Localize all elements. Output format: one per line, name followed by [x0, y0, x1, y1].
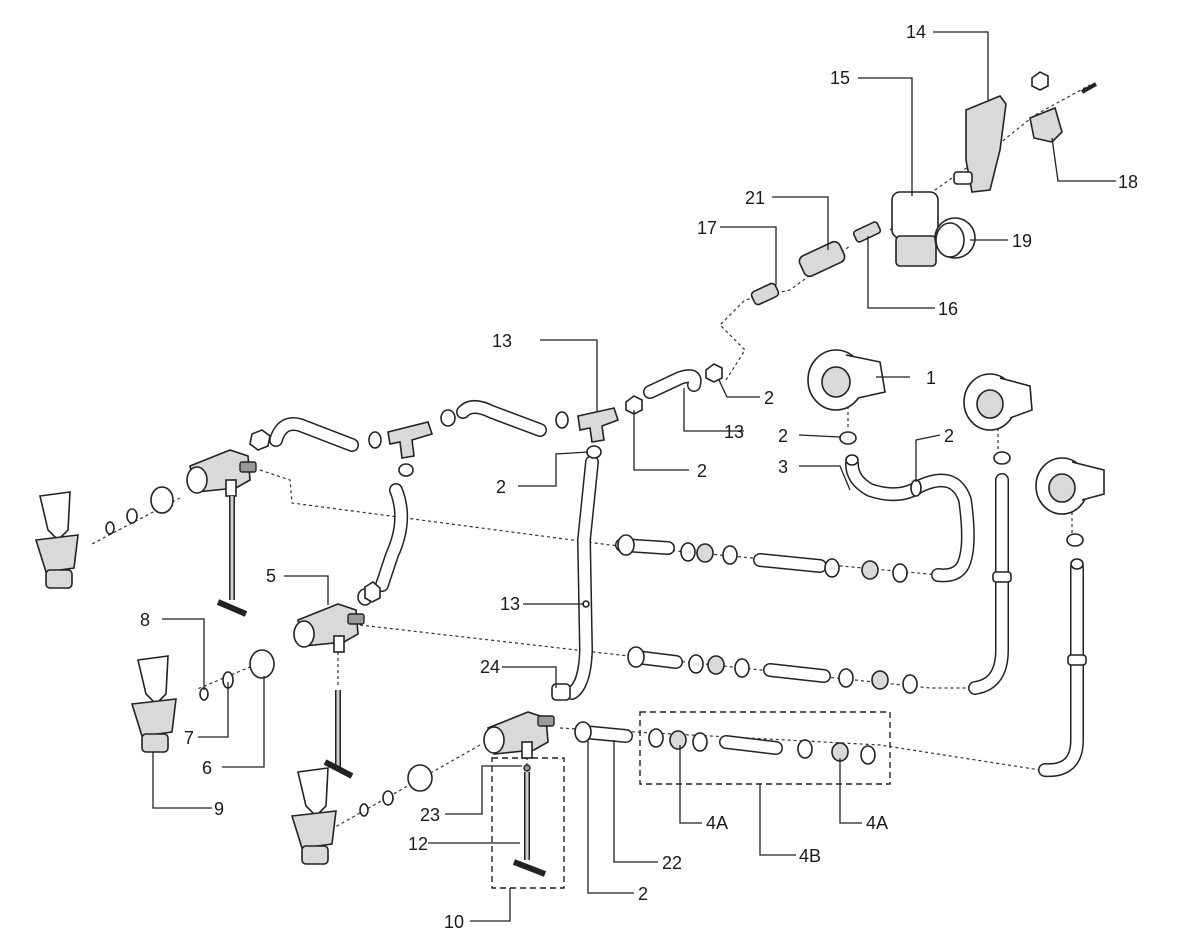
- callout-2-a: 2: [764, 388, 774, 408]
- callout-18: 18: [1118, 172, 1138, 192]
- tee-fittings: [387, 407, 620, 459]
- callout-13-a: 13: [724, 422, 744, 442]
- faucet-top: [34, 486, 174, 589]
- callout-8: 8: [140, 610, 150, 630]
- callout-4b: 4B: [799, 846, 821, 866]
- callout-16: 16: [938, 299, 958, 319]
- callout-6: 6: [202, 758, 212, 778]
- top-run-nuts: [249, 363, 1084, 701]
- callout-15: 15: [830, 68, 850, 88]
- group-box-4b: [639, 711, 891, 785]
- inline-fittings: [574, 534, 918, 765]
- callout-5: 5: [266, 566, 276, 586]
- valve-bottom: [483, 711, 555, 877]
- callout-4a-left: 4A: [706, 813, 728, 833]
- manifold-heads: [807, 349, 1105, 515]
- callout-2-e: 2: [697, 461, 707, 481]
- callout-3: 3: [778, 457, 788, 477]
- callout-7: 7: [184, 728, 194, 748]
- callout-9: 9: [214, 799, 224, 819]
- callout-22: 22: [662, 853, 682, 873]
- callout-2-f: 2: [638, 884, 648, 904]
- callout-12: 13: [492, 331, 512, 351]
- callout-4a-right: 4A: [866, 813, 888, 833]
- callout-11: 12: [408, 834, 428, 854]
- faucet-bottom: [290, 764, 433, 865]
- callout-2-d: 2: [496, 477, 506, 497]
- callout-2-c: 2: [944, 426, 954, 446]
- callout-17: 17: [697, 218, 717, 238]
- callout-13-b: 13: [500, 594, 520, 614]
- callout-1: 1: [926, 368, 936, 388]
- callout-labels: 14 15 18 21 17 19 16 13 1 2 13 2 2 3 2 2…: [140, 22, 1138, 932]
- valve-middle: [293, 603, 365, 779]
- tube-clamps: [582, 479, 1087, 666]
- callout-24: 24: [480, 657, 500, 677]
- callout-23: 23: [420, 805, 440, 825]
- faucet-middle: [130, 649, 275, 753]
- inlet-fittings: [750, 71, 1097, 306]
- callout-2-b: 2: [778, 426, 788, 446]
- callout-21: 21: [745, 188, 765, 208]
- leader-lines: [152, 31, 1116, 922]
- valve-top: [186, 449, 257, 617]
- callout-19: 19: [1012, 231, 1032, 251]
- callout-14: 14: [906, 22, 926, 42]
- callout-10: 10: [444, 912, 464, 932]
